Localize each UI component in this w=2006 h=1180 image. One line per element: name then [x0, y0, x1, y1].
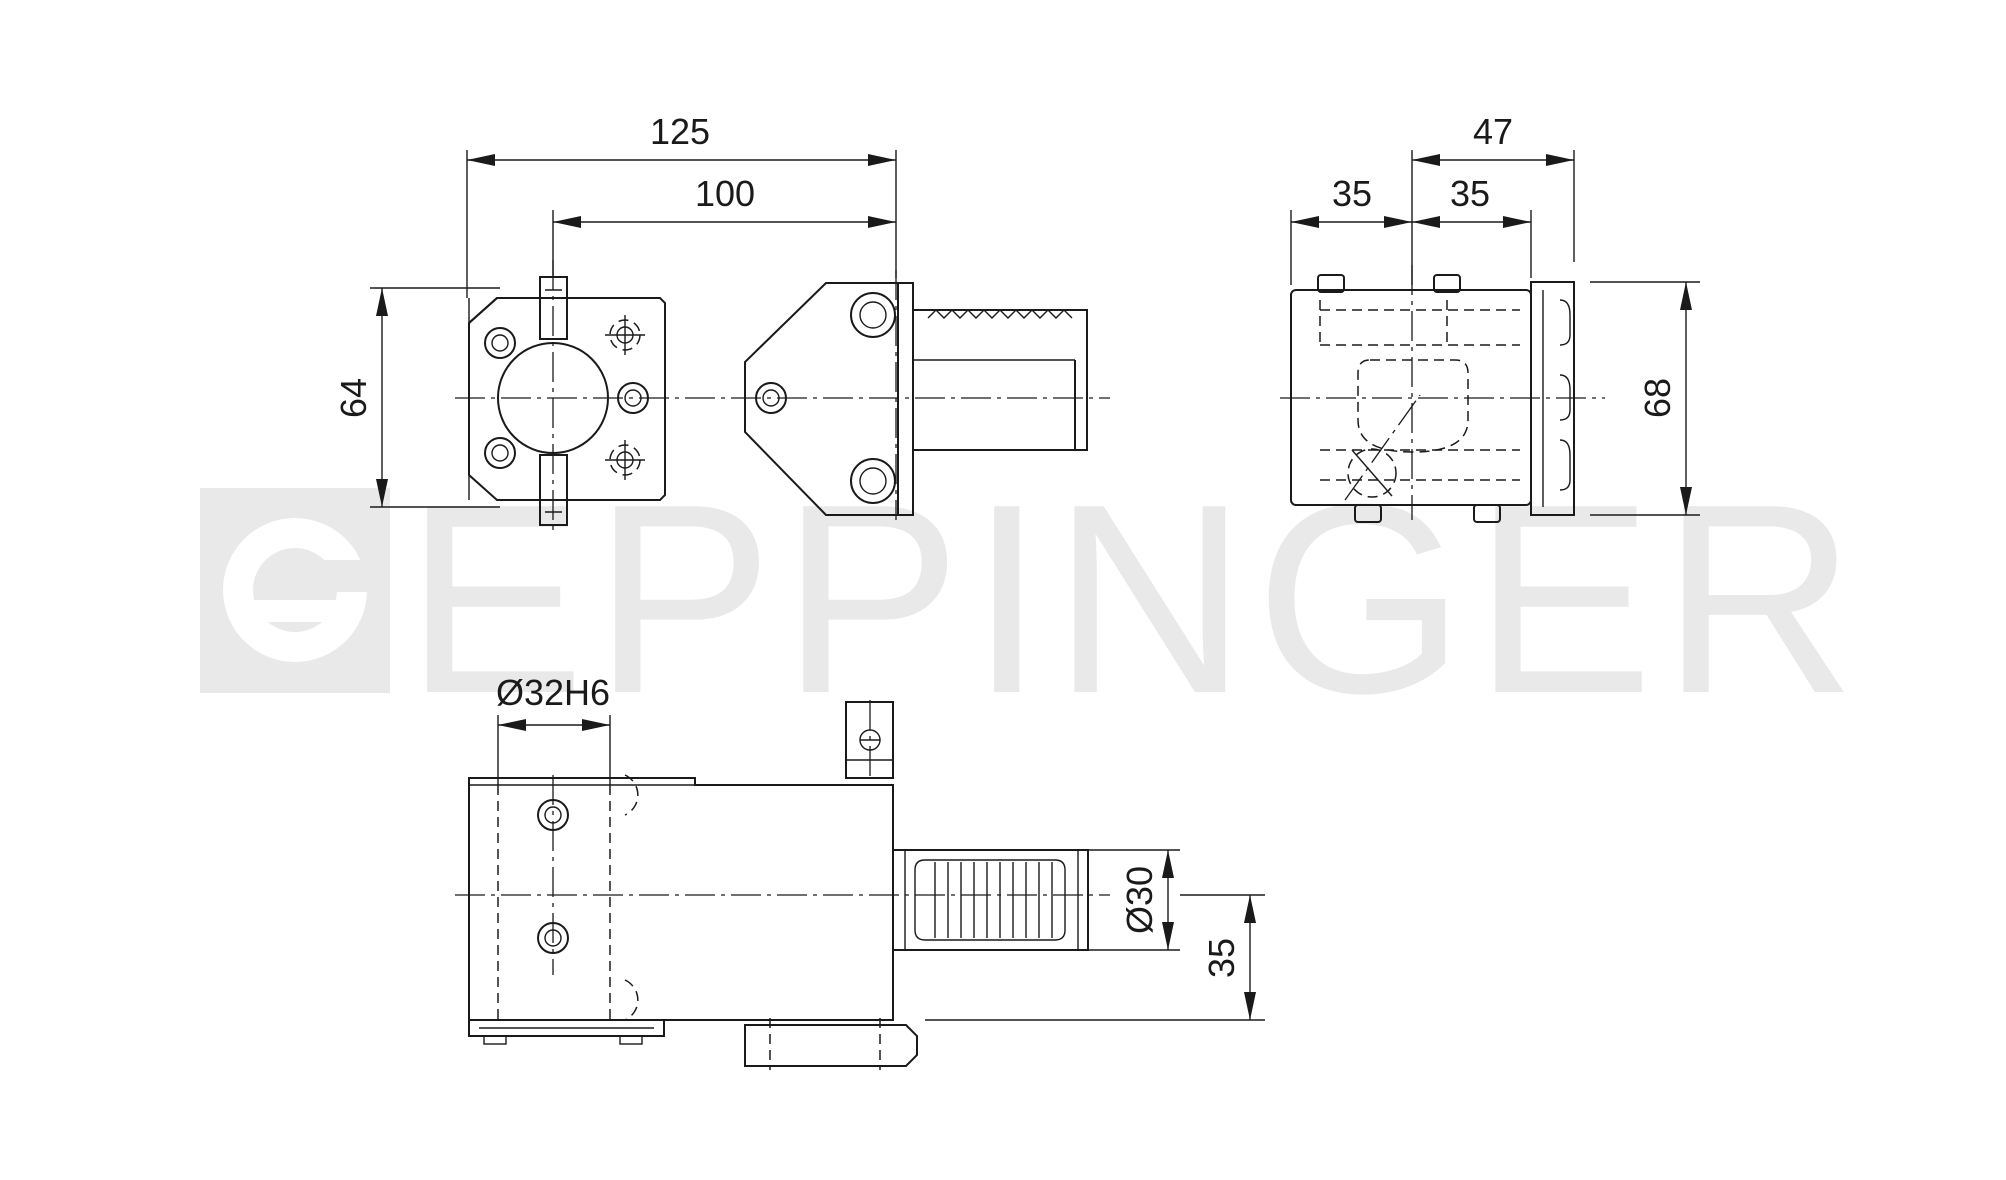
- watermark-text: EPPINGER: [405, 449, 1864, 750]
- side-view-dimensions: 47 35 35 68: [1290, 111, 1700, 516]
- dim-125: 125: [650, 111, 710, 152]
- dim-47: 47: [1473, 111, 1513, 152]
- dim-center-height: 35: [1201, 938, 1242, 978]
- eppinger-logo-mark: [200, 488, 390, 693]
- screw-hole-top-body: [850, 292, 896, 338]
- dim-shank: Ø30: [1119, 866, 1160, 934]
- front-view-dimensions: Ø32H6 Ø30 35: [496, 672, 1265, 1021]
- eppinger-watermark: EPPINGER: [200, 449, 1864, 750]
- threaded-hole-tr: [605, 315, 645, 355]
- screw-hole-bl: [484, 437, 516, 469]
- dim-100: 100: [695, 173, 755, 214]
- dim-35-right: 35: [1450, 173, 1490, 214]
- front-view: [455, 700, 1110, 1070]
- threaded-hole-br: [605, 440, 645, 480]
- front-screw-bottom: [537, 922, 569, 954]
- screw-hole-bottom-body: [850, 458, 896, 504]
- screw-hole-mid-body: [755, 382, 787, 414]
- side-view: [1280, 265, 1605, 523]
- screw-hole-tl: [484, 327, 516, 359]
- top-view: [455, 260, 1110, 530]
- dim-64: 64: [333, 378, 374, 418]
- dim-bore: Ø32H6: [496, 672, 610, 713]
- dim-35-left: 35: [1332, 173, 1372, 214]
- front-screw-top: [537, 799, 569, 831]
- dim-68: 68: [1637, 378, 1678, 418]
- top-view-dimensions: 125 100 64: [333, 111, 897, 508]
- screw-hole-r: [617, 382, 649, 414]
